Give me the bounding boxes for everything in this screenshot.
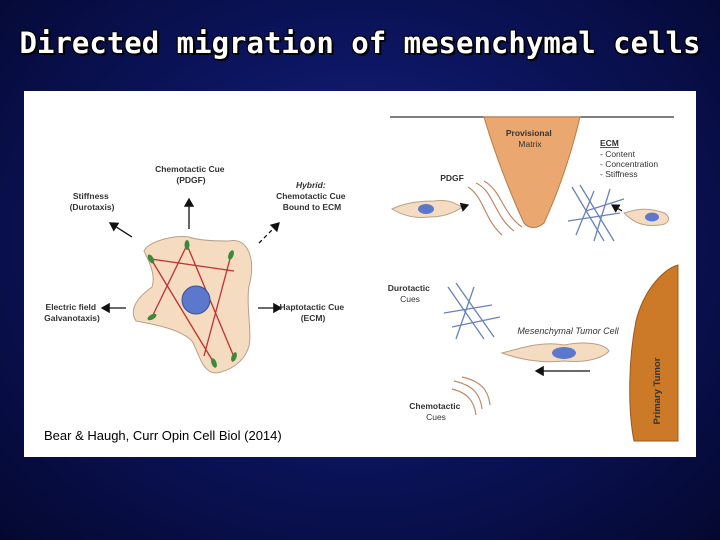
label-chemotactic-cue: Chemotactic Cue (PDGF) [155, 164, 227, 185]
label-hybrid: Hybrid: Chemotactic Cue Bound to ECM [276, 180, 348, 212]
provisional-matrix [483, 116, 581, 228]
pdgf-gradient-lines [467, 180, 523, 236]
figure-citation: Bear & Haugh, Curr Opin Cell Biol (2014) [44, 428, 282, 443]
left-panel: Chemotactic Cue (PDGF) Stiffness (Durota… [44, 164, 348, 374]
label-mesenchymal-tumor-cell: Mesenchymal Tumor Cell [517, 326, 619, 336]
actin-fibers [150, 244, 235, 364]
slide-title: Directed migration of mesenchymal cells [19, 26, 701, 60]
nucleus [181, 285, 211, 315]
label-durotactic-cues: Durotactic Cues [388, 283, 432, 304]
label-electric-field: Electric field Galvanotaxis) [44, 302, 100, 323]
label-haptotactic: Haptotactic Cue (ECM) [279, 302, 346, 323]
cue-arrows [100, 197, 283, 314]
label-chemotactic-cues: Chemotactic Cues [409, 401, 462, 422]
ecm-fibers-top [567, 184, 625, 242]
ecm-fibers-middle [443, 282, 501, 340]
figure-diagram: Chemotactic Cue (PDGF) Stiffness (Durota… [44, 116, 679, 442]
primary-tumor [629, 264, 679, 442]
focal-adhesions [147, 240, 237, 368]
right-panel: Provisional Matrix ECM - Content - Conce… [388, 116, 679, 442]
figure-panel: Chemotactic Cue (PDGF) Stiffness (Durota… [24, 91, 696, 457]
label-provisional-matrix: Provisional Matrix [506, 128, 554, 149]
chemotactic-gradient-lines [451, 376, 491, 416]
label-stiffness: Stiffness (Durotaxis) [70, 191, 115, 212]
label-ecm: ECM - Content - Concentration - Stiffnes… [600, 138, 661, 179]
label-pdgf: PDGF [440, 173, 464, 183]
label-primary-tumor: Primary Tumor [652, 357, 663, 424]
